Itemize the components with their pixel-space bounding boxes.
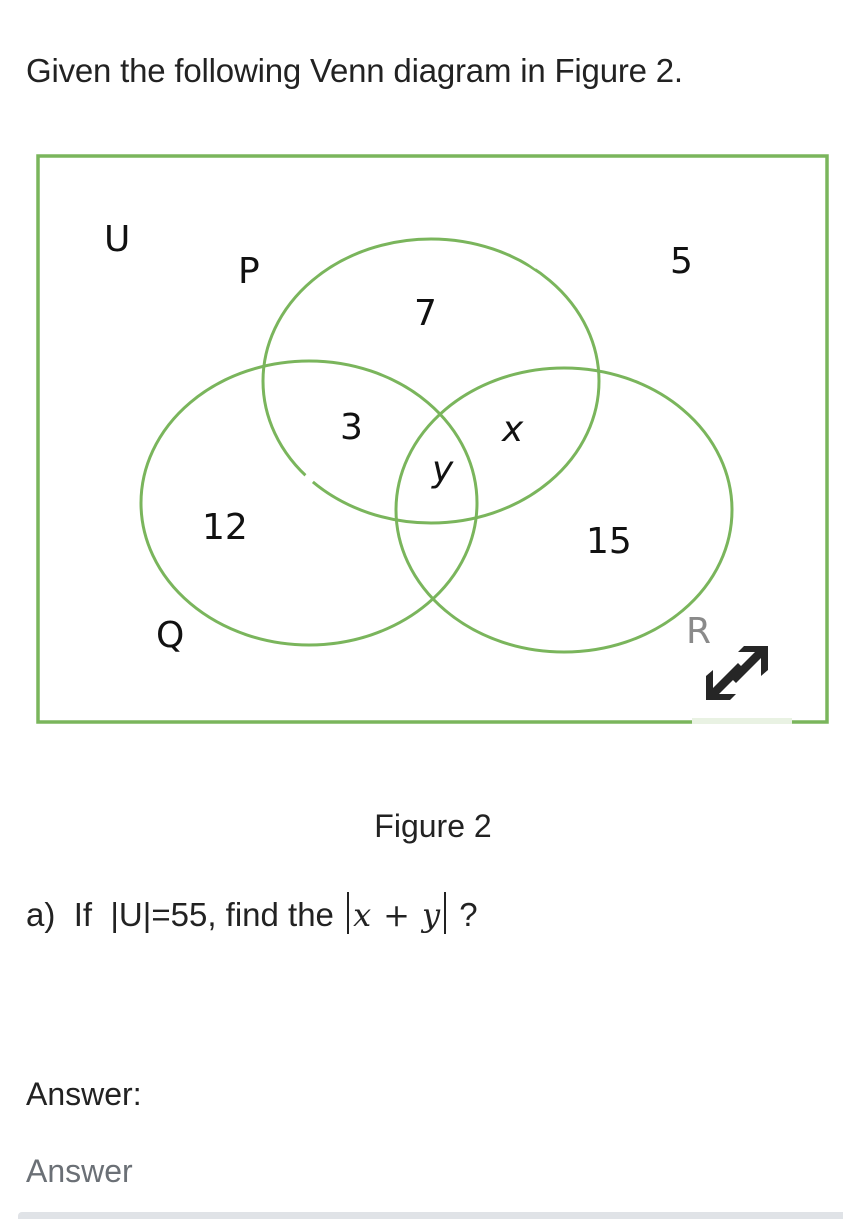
region-p-and-r-x: x: [502, 409, 524, 450]
circle-q: [139, 359, 479, 647]
question-mark: ?: [459, 896, 478, 933]
math-x: x: [353, 896, 372, 934]
region-r-only: 15: [586, 521, 632, 562]
set-r-label: R: [686, 611, 712, 652]
set-q-label: Q: [156, 615, 185, 656]
set-p-label: P: [238, 251, 260, 292]
math-y: y: [421, 896, 441, 934]
question-part-a: a) If |U|=55, find the x + y ?: [26, 892, 478, 934]
venn-diagram-svg: [36, 154, 829, 724]
region-outside: 5: [670, 241, 693, 282]
answer-input[interactable]: [0, 1130, 843, 1212]
circle-p: [261, 237, 601, 525]
region-p-and-q: 3: [340, 407, 363, 448]
abs-bar-right: [444, 892, 447, 934]
part-label: a): [26, 896, 56, 933]
question-text: If |U|=55, find the: [73, 896, 334, 933]
answer-label: Answer:: [26, 1076, 142, 1112]
answer-input-border: [18, 1212, 843, 1219]
expand-arrows-icon: [706, 646, 768, 700]
expand-image-button[interactable]: [706, 642, 768, 704]
venn-diagram-figure: U P 7 5 3 x y 12 15 Q R: [36, 154, 829, 724]
intro-text: Given the following Venn diagram in Figu…: [26, 52, 683, 89]
region-center-y: y: [432, 449, 454, 490]
universe-rectangle: [36, 154, 829, 724]
circle-r: [394, 366, 734, 654]
region-p-only: 7: [414, 293, 437, 334]
figure-caption: Figure 2: [374, 808, 492, 844]
math-plus: +: [383, 896, 410, 934]
universe-label: U: [104, 219, 131, 260]
abs-bar-left: [347, 892, 350, 934]
region-q-only: 12: [202, 507, 248, 548]
